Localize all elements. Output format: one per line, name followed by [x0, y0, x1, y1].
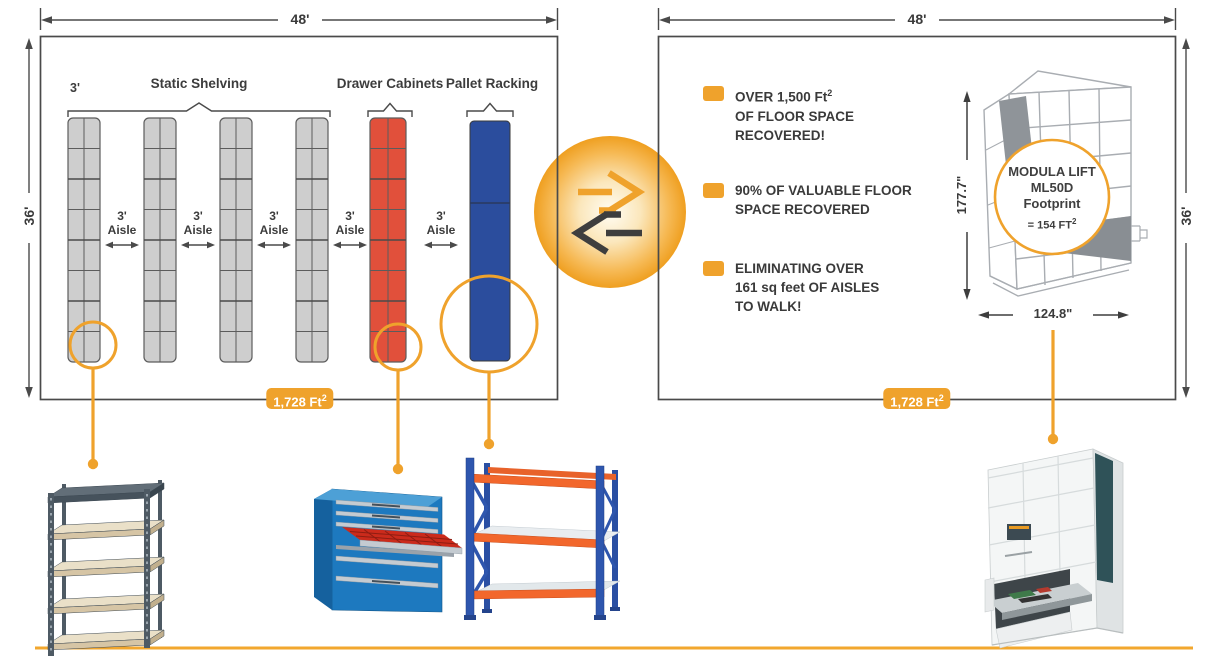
benefit-bullet-3: ELIMINATING OVER 161 sq feet OF AISLES T…	[703, 259, 879, 316]
static-shelving-brace	[67, 102, 331, 117]
aisle-size: 3'	[436, 209, 446, 223]
aisle-text: Aisle	[259, 223, 289, 237]
arrow-left-icon	[570, 211, 642, 255]
right-plan-height-dimension	[1182, 38, 1190, 398]
aisle-label: 3' Aisle	[416, 209, 466, 237]
pallet-rack-photo	[464, 457, 621, 620]
leader-lines-left	[91, 368, 491, 465]
machine-height-label: 177.7"	[954, 175, 969, 215]
modula-machine-photo	[984, 448, 1124, 649]
machine-model: ML50D	[1030, 180, 1074, 195]
pallet-racking-label: Pallet Racking	[445, 76, 539, 91]
footprint-circle	[993, 138, 1111, 256]
aisle-text: Aisle	[183, 223, 213, 237]
machine-name: MODULA LIFT	[1008, 164, 1096, 179]
bullet-line: OF FLOOR SPACE	[735, 108, 855, 124]
left-plan-height-label: 36'	[21, 206, 37, 226]
aisle-size: 3'	[193, 209, 203, 223]
bullet-square-icon	[703, 261, 724, 276]
static-shelving-photo	[47, 480, 165, 656]
aisle-text: Aisle	[426, 223, 456, 237]
aisle-width-arrow	[181, 241, 215, 249]
static-shelving-column	[67, 117, 101, 363]
left-plan-width-label: 48'	[290, 11, 310, 27]
drawer-cabinet-column	[369, 117, 407, 363]
aisle-label: 3' Aisle	[249, 209, 299, 237]
right-floorplan	[657, 8, 1190, 445]
arrow-right-icon	[578, 170, 646, 214]
footprint-circle-text: MODULA LIFT ML50D Footprint = 154 FT2	[992, 164, 1112, 234]
bullet-line: 90% OF VALUABLE FLOOR	[735, 183, 912, 198]
aisle-text: Aisle	[107, 223, 137, 237]
static-shelving-label: Static Shelving	[150, 76, 248, 91]
bullet-line: OVER 1,500 Ft2	[735, 88, 833, 105]
aisle-size: 3'	[345, 209, 355, 223]
machine-footprint-word: Footprint	[1023, 196, 1081, 211]
area-sup: 2	[321, 393, 327, 403]
static-shelving-column	[295, 117, 329, 363]
left-plan-height-dimension	[25, 38, 33, 398]
pallet-racking-brace	[466, 102, 514, 117]
aisle-width-arrow	[333, 241, 367, 249]
aisle-width-arrow	[257, 241, 291, 249]
shelf-depth-label: 3'	[70, 81, 80, 95]
bullet-line: RECOVERED!	[735, 127, 826, 143]
drawer-cabinets-brace	[367, 102, 413, 117]
right-plan-width-label: 48'	[907, 11, 927, 27]
machine-width-dimension	[978, 311, 1129, 319]
swap-arrows-icon	[570, 170, 646, 255]
group-braces	[67, 102, 514, 117]
left-area-badge: 1,728 Ft2	[266, 388, 334, 410]
bullet-square-icon	[703, 86, 724, 101]
static-shelving-column	[219, 117, 253, 363]
aisle-size: 3'	[269, 209, 279, 223]
machine-height-dimension	[963, 91, 971, 300]
aisle-text: Aisle	[335, 223, 365, 237]
bullet-line: ELIMINATING OVER	[735, 261, 864, 276]
left-floorplan	[25, 8, 559, 475]
aisle-size: 3'	[117, 209, 127, 223]
area-value: 1,728 Ft	[273, 394, 322, 410]
benefit-bullet-1: OVER 1,500 Ft2 OF FLOOR SPACE RECOVERED!	[703, 84, 854, 145]
bullet-line: 161 sq feet OF AISLES	[735, 280, 880, 295]
left-plan-width-dimension	[39, 8, 559, 30]
right-area-badge: 1,728 Ft2	[883, 388, 951, 410]
benefit-bullet-2: 90% OF VALUABLE FLOOR SPACE RECOVERED	[703, 181, 912, 219]
right-plan-height-label: 36'	[1178, 206, 1194, 226]
pallet-racking-column	[469, 120, 511, 362]
right-plan-width-dimension	[657, 8, 1177, 30]
area-value: 1,728 Ft	[890, 394, 939, 410]
aisle-label: 3' Aisle	[173, 209, 223, 237]
machine-width-label: 124.8"	[1013, 306, 1093, 321]
static-shelving-column	[143, 117, 177, 363]
area-sup: 2	[938, 393, 944, 403]
aisle-width-arrow	[105, 241, 139, 249]
aisle-width-arrow	[424, 241, 458, 249]
aisle-label: 3' Aisle	[325, 209, 375, 237]
bullet-line: SPACE RECOVERED	[735, 202, 870, 217]
machine-footprint-value: = 154 FT2	[1027, 217, 1077, 232]
bullet-line: TO WALK!	[735, 299, 802, 314]
bullet-square-icon	[703, 183, 724, 198]
drawer-cabinets-label: Drawer Cabinets	[336, 76, 444, 91]
drawer-cabinet-photo	[314, 488, 463, 613]
aisle-label: 3' Aisle	[97, 209, 147, 237]
